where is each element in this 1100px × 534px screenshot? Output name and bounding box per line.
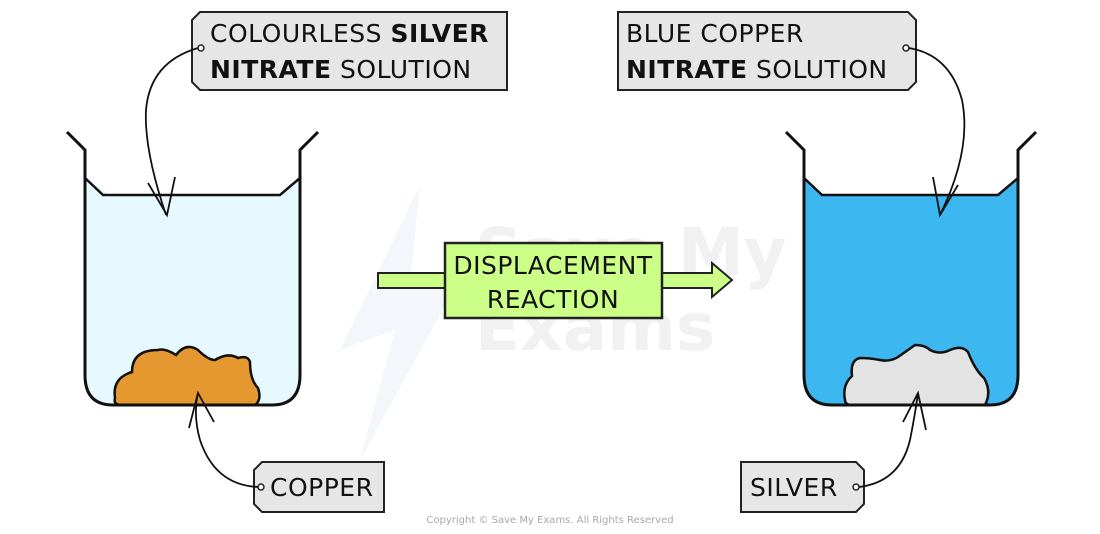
label-line1: COLOURLESS SILVER <box>210 19 489 48</box>
label-silver-nitrate: COLOURLESS SILVER NITRATE SOLUTION <box>191 11 508 91</box>
watermark-bolt-icon <box>340 185 470 460</box>
reaction-arrow: DISPLACEMENT REACTION <box>377 241 734 320</box>
silver-solid <box>843 343 990 407</box>
label-copper-nitrate: BLUE COPPER NITRATE SOLUTION <box>617 11 917 91</box>
arrow-head-icon <box>660 260 734 300</box>
pointer-line-copper-nitrate <box>908 47 966 216</box>
arrow-tail <box>377 272 447 289</box>
reaction-box <box>443 241 664 320</box>
pointer-arrowhead-icon <box>188 390 215 429</box>
right-solution-surface <box>803 177 1019 197</box>
label-tag <box>740 461 865 513</box>
reaction-box-line2: REACTION <box>487 285 619 314</box>
right-beaker <box>784 130 1038 407</box>
tag-hole-icon <box>257 483 265 491</box>
label-line2: NITRATE SOLUTION <box>210 55 472 84</box>
pointer-line-silver-nitrate <box>144 47 199 216</box>
pointer-arrowhead-icon <box>147 176 176 218</box>
label-line2: NITRATE SOLUTION <box>626 55 888 84</box>
label-copper: COPPER <box>253 461 385 513</box>
pointer-arrowhead-icon <box>932 176 959 218</box>
label-silver: SILVER <box>740 461 865 513</box>
label-tag <box>191 11 508 91</box>
tag-hole-icon <box>197 44 205 52</box>
label-copper-text: COPPER <box>270 473 373 502</box>
left-beaker <box>65 130 320 407</box>
label-silver-text: SILVER <box>750 473 838 502</box>
watermark: Save My Exams <box>340 185 787 460</box>
left-solution-surface <box>84 177 301 197</box>
copyright-notice: Copyright © Save My Exams. All Rights Re… <box>426 515 674 526</box>
pointer-arrowhead-icon <box>902 390 927 431</box>
tag-hole-icon <box>852 483 860 491</box>
label-line1: BLUE COPPER <box>626 19 804 48</box>
left-beaker-glass <box>65 130 320 407</box>
copper-solid <box>113 345 261 407</box>
tag-hole-icon <box>902 44 910 52</box>
pointer-line-copper <box>195 392 259 488</box>
left-solution <box>85 178 300 405</box>
reaction-box-line1: DISPLACEMENT <box>453 251 653 280</box>
label-tag <box>253 461 385 513</box>
label-tag <box>617 11 917 91</box>
pointer-line-silver <box>858 392 919 488</box>
